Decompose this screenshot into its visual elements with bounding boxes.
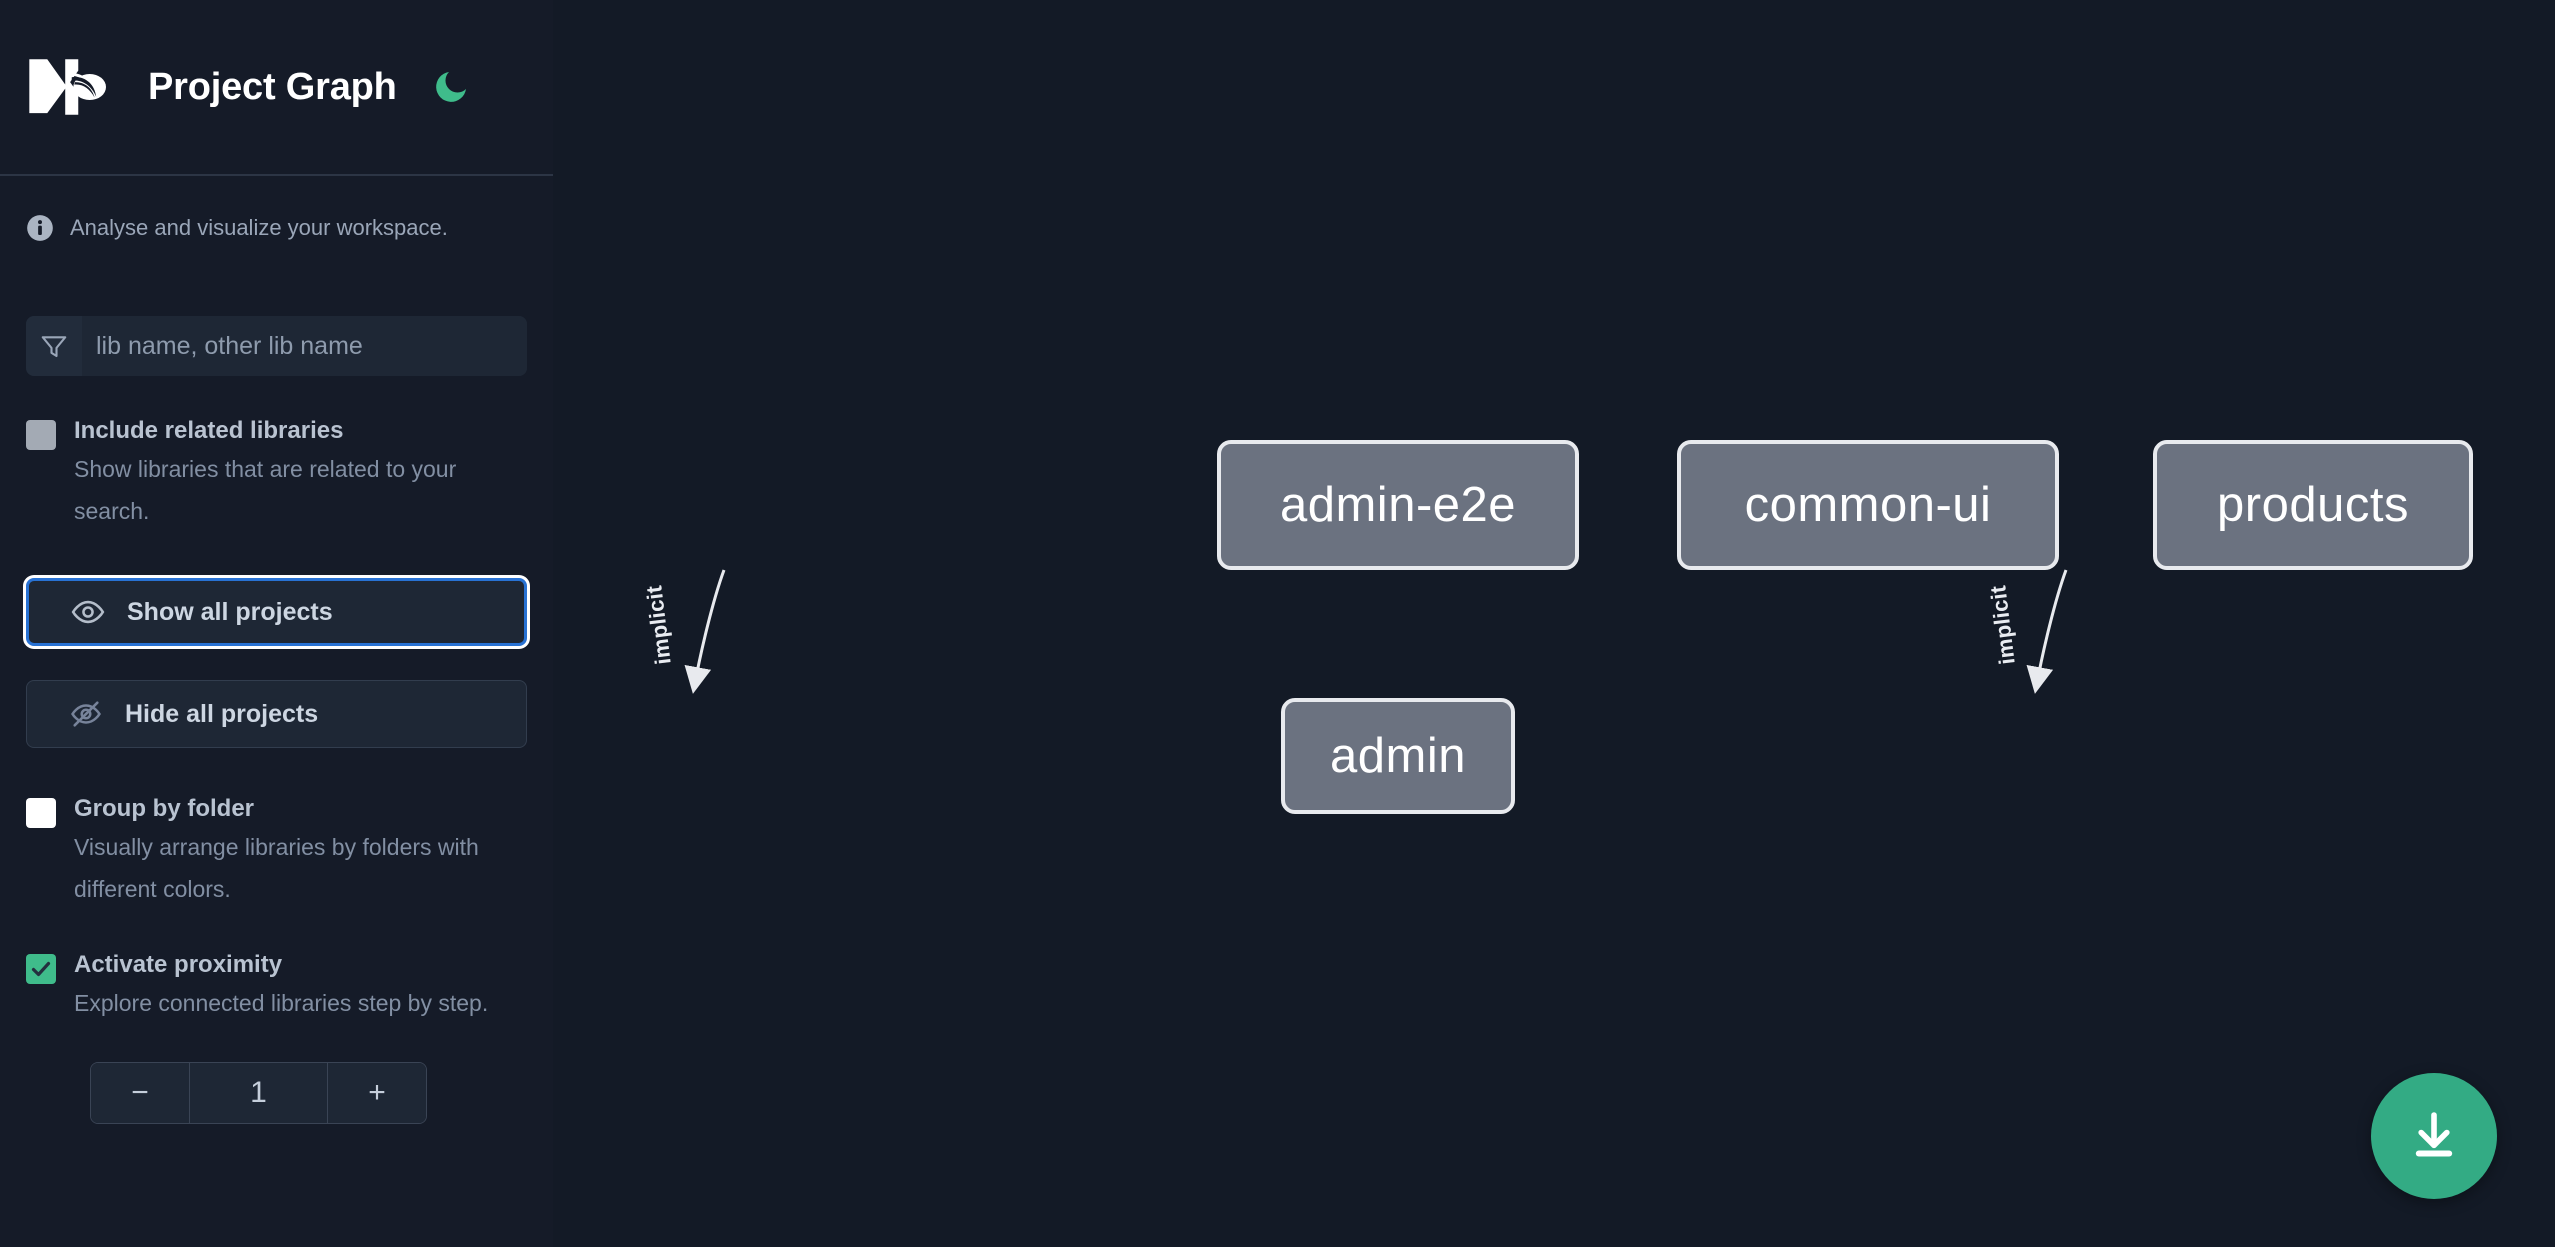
graph-edges bbox=[684, 569, 2068, 694]
sidebar: Project Graph Analyse and visualize your… bbox=[0, 0, 553, 1247]
edge-label-admin-implicit: implicit bbox=[641, 584, 676, 666]
edge-label-store-implicit: implicit bbox=[1985, 584, 2020, 666]
include-related-libraries-checkbox[interactable] bbox=[26, 420, 56, 450]
show-all-projects-label: Show all projects bbox=[127, 597, 333, 626]
eye-slash-icon bbox=[71, 701, 101, 727]
option-subtitle: Show libraries that are related to your … bbox=[74, 456, 457, 524]
option-title: Activate proximity bbox=[74, 951, 283, 978]
option-texts: Group by folder Visually arrange librari… bbox=[74, 792, 527, 910]
option-title: Include related libraries bbox=[74, 417, 344, 444]
option-activate-proximity: Activate proximity Explore connected lib… bbox=[0, 948, 553, 1024]
option-texts: Include related libraries Show libraries… bbox=[74, 414, 527, 532]
page-title: Project Graph bbox=[148, 65, 397, 108]
hide-all-projects-button[interactable]: Hide all projects bbox=[26, 680, 527, 748]
sidebar-description: Analyse and visualize your workspace. bbox=[0, 176, 553, 242]
option-subtitle: Explore connected libraries step by step… bbox=[74, 990, 489, 1016]
option-include-related-libraries: Include related libraries Show libraries… bbox=[0, 414, 553, 532]
search-bar bbox=[26, 316, 527, 376]
option-texts: Activate proximity Explore connected lib… bbox=[74, 948, 488, 1024]
activate-proximity-checkbox[interactable] bbox=[26, 954, 56, 984]
filter-icon[interactable] bbox=[26, 316, 82, 376]
sidebar-description-text: Analyse and visualize your workspace. bbox=[70, 215, 448, 240]
proximity-increment-button[interactable]: + bbox=[328, 1063, 426, 1123]
moon-glyph bbox=[435, 72, 466, 102]
show-all-projects-button[interactable]: Show all projects bbox=[26, 578, 527, 646]
sidebar-content: Project Graph Analyse and visualize your… bbox=[0, 0, 553, 1247]
download-image-button[interactable] bbox=[2371, 1073, 2497, 1199]
graph-node-common-ui[interactable]: common-ui bbox=[1677, 440, 2059, 570]
edge-admin-e2e-to-admin bbox=[684, 569, 726, 694]
info-icon bbox=[27, 215, 53, 241]
graph-canvas[interactable]: admin-e2e common-ui products store-e2e a… bbox=[553, 0, 2555, 1247]
option-group-by-folder: Group by folder Visually arrange librari… bbox=[0, 792, 553, 910]
filter-glyph bbox=[41, 336, 67, 358]
group-by-folder-checkbox[interactable] bbox=[26, 798, 56, 828]
moon-icon[interactable] bbox=[429, 65, 473, 109]
check-icon bbox=[31, 961, 51, 977]
proximity-value[interactable]: 1 bbox=[189, 1063, 328, 1123]
graph-node-admin[interactable]: admin bbox=[1281, 698, 1515, 814]
option-subtitle: Visually arrange libraries by folders wi… bbox=[74, 834, 479, 902]
graph-node-admin-e2e[interactable]: admin-e2e bbox=[1217, 440, 1579, 570]
search-input[interactable] bbox=[82, 316, 527, 376]
option-title: Group by folder bbox=[74, 795, 254, 822]
eye-icon bbox=[71, 600, 105, 624]
proximity-stepper: − 1 + bbox=[90, 1062, 427, 1124]
download-icon bbox=[2415, 1112, 2453, 1157]
nx-logo-icon bbox=[29, 59, 106, 115]
proximity-decrement-button[interactable]: − bbox=[91, 1063, 189, 1123]
edge-store-e2e-to-store bbox=[2026, 569, 2068, 694]
sidebar-header: Project Graph bbox=[0, 0, 553, 176]
hide-all-projects-label: Hide all projects bbox=[125, 699, 319, 728]
graph-node-products[interactable]: products bbox=[2153, 440, 2473, 570]
